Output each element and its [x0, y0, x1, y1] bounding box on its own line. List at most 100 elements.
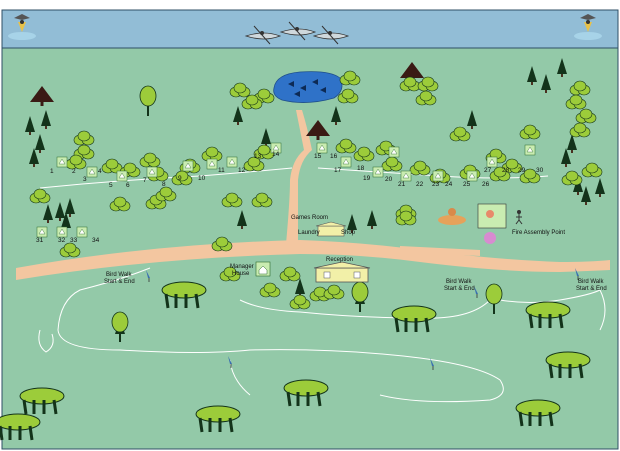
site-number-label: 8 [162, 181, 166, 188]
bush-icon [339, 70, 361, 86]
bush-icon [221, 192, 243, 208]
bush-icon [449, 126, 471, 142]
tree-icon [581, 186, 591, 205]
site-number-label: 27 [484, 167, 492, 174]
kayak-icon [244, 25, 282, 45]
site-number-label: 25 [463, 181, 471, 188]
site-number-label: 13 [254, 153, 262, 160]
campsite-icon [388, 146, 400, 158]
games-room-label: Games Room [291, 215, 328, 221]
site-number-label: 23 [432, 181, 440, 188]
bush-icon [335, 138, 357, 154]
site-number-label: 21 [398, 181, 406, 188]
bush-icon [259, 282, 281, 298]
laundry-label: Laundry [298, 230, 320, 236]
tree-icon [111, 311, 129, 342]
bird-icon [474, 286, 478, 298]
campsite-icon [56, 226, 68, 238]
tree-icon [527, 66, 537, 85]
tree-icon [43, 204, 53, 223]
shop-label: Shop [341, 230, 356, 236]
bush-icon [243, 156, 265, 172]
lake [273, 71, 343, 103]
site-number-label: 18 [357, 165, 365, 172]
bush-icon [581, 162, 603, 178]
campsite-icon [182, 160, 194, 172]
bush-icon [409, 160, 431, 176]
site-number-label: 34 [92, 237, 100, 244]
bush-icon [241, 94, 263, 110]
tree-icon [0, 413, 41, 441]
tree-icon [557, 58, 567, 77]
laundry-building [315, 221, 347, 237]
campsite-icon [400, 170, 412, 182]
bush-icon [395, 210, 417, 226]
site-number-label: 24 [445, 181, 453, 188]
campsite-icon [36, 226, 48, 238]
site-number-label: 14 [272, 151, 280, 158]
site-number-label: 16 [330, 153, 338, 160]
bird-walk-label-2: Start & End [104, 279, 135, 285]
bird-walk-label-2: Start & End [576, 286, 607, 292]
tree-icon [19, 387, 65, 415]
campsite-icon [316, 142, 328, 154]
bush-icon [171, 170, 193, 186]
tree-icon [595, 178, 605, 197]
manager-house-label-2: House [232, 271, 250, 277]
bush-icon [109, 196, 131, 212]
bush-icon [381, 156, 403, 172]
bush-icon [519, 168, 541, 184]
campsite-icon [146, 166, 158, 178]
site-number-label: 22 [416, 181, 424, 188]
site-number-label: 20 [385, 176, 393, 183]
site-number-label: 10 [198, 175, 206, 182]
site-number-label: 5 [109, 182, 113, 189]
campsite-icon [76, 226, 88, 238]
campsite-icon [56, 156, 68, 168]
bush-icon [417, 76, 439, 92]
site-number-label: 4 [98, 168, 102, 175]
bush-icon [65, 154, 87, 170]
reception-building [313, 261, 371, 283]
tree-icon [25, 116, 35, 135]
site-number-label: 11 [218, 167, 225, 174]
site-number-label: 26 [482, 181, 490, 188]
bush-icon [519, 124, 541, 140]
tree-icon [29, 148, 39, 167]
windsurfer-icon [8, 14, 36, 40]
campsite-icon [340, 156, 352, 168]
tree-icon [367, 210, 377, 229]
site-number-label: 29 [518, 167, 526, 174]
tree-icon [283, 379, 329, 407]
bird-walk-label-1: Bird Walk [106, 272, 132, 278]
water-strip [1, 9, 619, 49]
kayak-icon [312, 25, 350, 45]
site-number-label: 33 [70, 237, 78, 244]
manager-house-icon [255, 261, 271, 277]
site-number-label: 1 [50, 168, 54, 175]
trees-layer [0, 58, 605, 441]
manager-house-label-1: Manager [230, 264, 254, 270]
campsite-icon [206, 158, 218, 170]
windsurfer-icon [574, 14, 602, 40]
site-number-label: 15 [314, 153, 322, 160]
tree-icon [161, 281, 207, 309]
tree-icon [306, 120, 330, 140]
bush-icon [353, 146, 375, 162]
bush-icon [73, 130, 95, 146]
campsite-icon [524, 144, 536, 156]
campsite-icon [226, 156, 238, 168]
person-icon [515, 210, 523, 225]
bush-icon [119, 162, 141, 178]
bush-icon [155, 186, 177, 202]
tree-icon [541, 74, 551, 93]
bush-icon [289, 294, 311, 310]
bush-icon [253, 88, 275, 104]
campsite-icon [486, 156, 498, 168]
campsite-icon [86, 166, 98, 178]
tree-icon [65, 198, 75, 217]
tree-icon [567, 134, 577, 153]
bush-icon [279, 266, 301, 282]
bush-icon [569, 122, 591, 138]
